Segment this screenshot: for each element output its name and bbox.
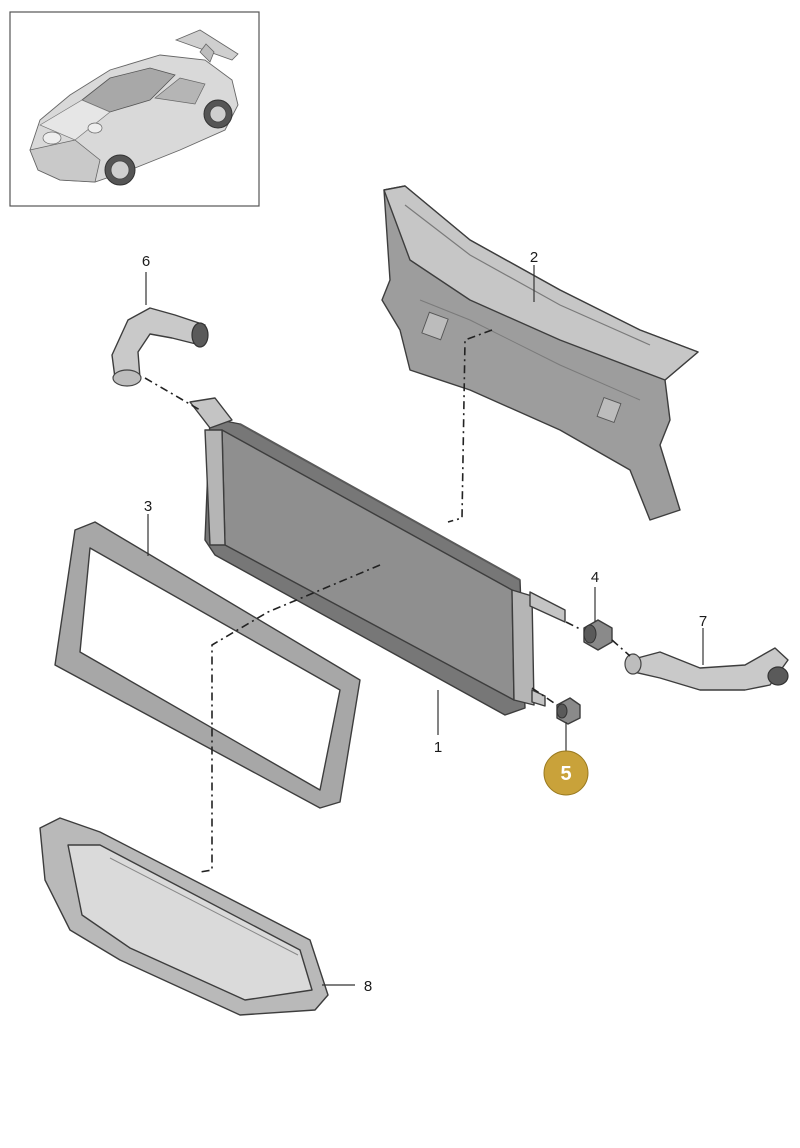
- callout-5-highlighted: 5: [543, 750, 589, 796]
- assembly-line-hose-6: [144, 377, 201, 411]
- callout-5: 5: [560, 763, 571, 785]
- highlight-circle: [543, 750, 589, 796]
- part-1-radiator: [189, 397, 566, 716]
- car-thumbnail: [9, 11, 260, 207]
- part-6-upper-hose: [111, 307, 209, 387]
- callout-4: 4: [591, 569, 599, 586]
- callout-2: 2: [530, 249, 538, 266]
- assembly-lines: [144, 329, 631, 873]
- part-7-lower-hose: [624, 647, 789, 691]
- callout-1: 1: [434, 739, 442, 756]
- assembly-line-hose-7: [611, 639, 631, 657]
- part-5-grommet: [556, 697, 581, 725]
- leader-lines: [145, 265, 704, 986]
- part-2-air-duct: [381, 185, 699, 521]
- assembly-line-frame-3: [199, 564, 381, 873]
- car-thumbnail-icon: [29, 29, 239, 186]
- part-3-frame: [54, 521, 361, 809]
- callout-7: 7: [699, 613, 707, 630]
- callouts: 6 2 3 4 7 1 8 5: [142, 249, 707, 995]
- part-4-grommet: [583, 619, 613, 651]
- assembly-line-grommet-5: [531, 687, 558, 706]
- callout-3: 3: [144, 498, 152, 515]
- part-8-lower-air-guide: [39, 817, 329, 1016]
- callout-8: 8: [364, 978, 372, 995]
- assembly-line-grommet-4: [565, 621, 583, 631]
- callout-6: 6: [142, 253, 150, 270]
